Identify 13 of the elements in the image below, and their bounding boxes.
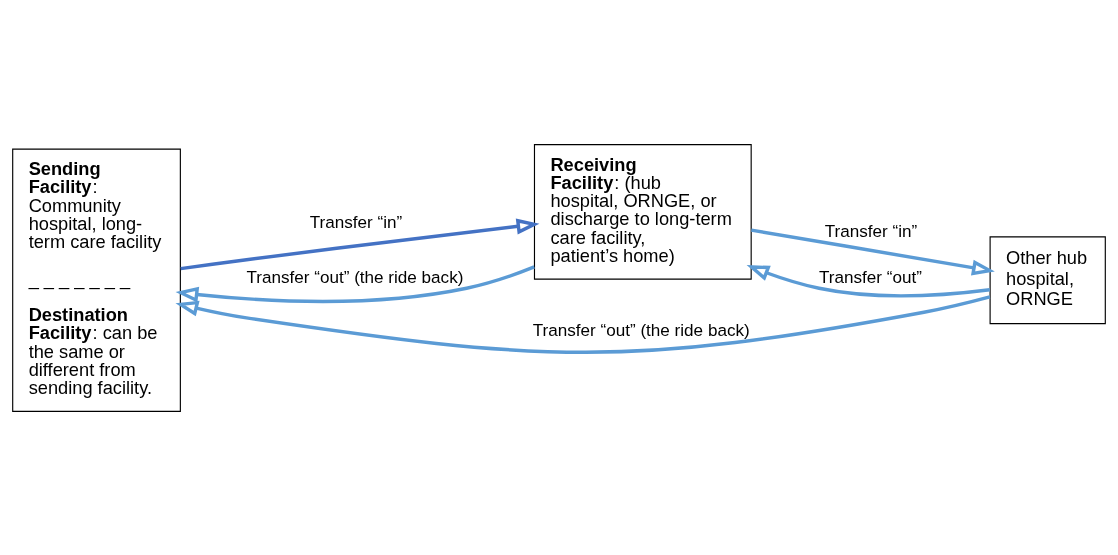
node-box: Other hub hospital, ORNGE <box>989 235 1106 324</box>
node-box: Sending Facility: Community hospital, long-term care facility _ _ _ _ _ _ _ Destination Facility: can be the same or different from sending facility. <box>12 148 181 412</box>
edge-label: Transfer “out” (the ride back) <box>532 320 750 340</box>
arrow <box>175 294 991 354</box>
arrow <box>180 218 540 270</box>
arrow <box>746 264 991 297</box>
edge-label: Transfer “out” (the ride back) <box>246 267 464 287</box>
arrow <box>175 264 535 303</box>
edge-label: Transfer “in” <box>824 221 918 241</box>
node-box: Receiving Facility: (hub hospital, ORNGE, or discharge to long-term care facility, patient’s home) <box>533 143 752 280</box>
arrow <box>751 227 995 276</box>
edge-label: Transfer “in” <box>309 212 403 232</box>
edge-label: Transfer “out” <box>819 267 922 287</box>
